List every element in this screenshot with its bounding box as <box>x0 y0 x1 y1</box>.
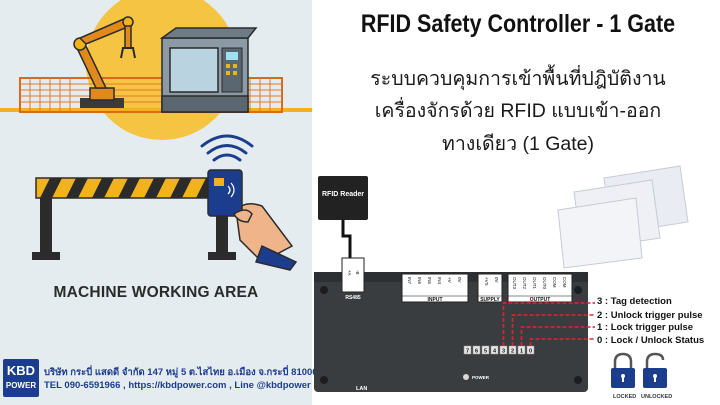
rfid-cards-icon <box>557 165 689 269</box>
terminal-com-1: COM <box>552 277 557 288</box>
led-1: 1 <box>520 349 523 355</box>
rs485-label: RS485 <box>345 295 361 301</box>
terminal-plus-v: +V <box>447 277 452 283</box>
barrier-gate-icon <box>32 177 236 260</box>
legend-lock-trigger: 1 : Lock trigger pulse <box>597 322 694 333</box>
controller-box: +A -B RS485 IN7 IN6 IN5 IN4 +V 0V INPUT … <box>314 257 588 392</box>
terminal-in5: IN5 <box>427 277 432 285</box>
terminal-out2: OUT2 <box>522 277 527 289</box>
terminal-com-2: COM <box>562 277 567 288</box>
reader-cable <box>341 220 352 260</box>
device-diagram: RFID Reader +A -B RS485 IN7 IN6 IN5 IN4 … <box>314 165 689 392</box>
description-line-2: เครื่องจักรด้วย RFID แบบเข้า-ออก <box>374 100 662 122</box>
logo-kbd-text: KBD <box>6 363 36 378</box>
terminal-supply-0v: 0V <box>494 277 499 283</box>
led-2: 2 <box>511 349 514 355</box>
terminal-a: +A <box>347 270 352 276</box>
terminal-vs: +VS <box>484 277 489 286</box>
legend-leader-lines <box>502 302 595 346</box>
led-5: 5 <box>484 349 487 355</box>
logo-power-text: POWER <box>5 381 37 390</box>
rfid-reader-label: RFID Reader <box>322 191 364 198</box>
input-label: INPUT <box>428 297 443 303</box>
supply-label: SUPPLY <box>480 297 500 303</box>
power-led <box>463 374 469 380</box>
led-4: 4 <box>493 349 497 355</box>
led-6: 6 <box>475 349 478 355</box>
terminal-in6: IN6 <box>417 277 422 285</box>
terminal-in4: IN4 <box>437 277 442 285</box>
led-7: 7 <box>466 349 469 355</box>
lan-label: LAN <box>356 386 367 392</box>
machine-area-scene <box>0 0 312 271</box>
status-leds: 7 6 5 4 3 2 1 0 <box>463 345 535 355</box>
unlocked-icon <box>643 352 667 388</box>
rfid-reader: RFID Reader <box>318 176 368 220</box>
power-label: POWER <box>472 375 490 380</box>
terminal-out1: OUT1 <box>532 277 537 289</box>
company-address: บริษัท กระบี่ แสดดี จำกัด 147 หมู่ 5 ต.ไ… <box>44 367 318 378</box>
machine-working-area-label: MACHINE WORKING AREA <box>53 284 259 301</box>
locked-icon <box>611 352 635 388</box>
terminal-in7: IN7 <box>407 277 412 285</box>
terminal-out0: OUT0 <box>542 277 547 289</box>
left-illustration-panel: MACHINE WORKING AREA KBD POWER บริษัท กร… <box>0 0 318 405</box>
terminal-zero-v: 0V <box>457 277 462 283</box>
rfid-card-hand-icon <box>207 169 298 271</box>
output-label: OUTPUT <box>530 297 551 303</box>
robot-arm-icon <box>73 16 136 108</box>
terminal-b: -B <box>355 270 360 275</box>
legend-tag-detection: 3 : Tag detection <box>597 296 672 307</box>
legend-lock-status: 0 : Lock / Unlock Status <box>597 335 705 346</box>
cnc-machine-icon <box>159 27 258 113</box>
locked-label: LOCKED <box>613 394 637 400</box>
led-0: 0 <box>529 349 532 355</box>
kbd-power-logo: KBD POWER <box>3 359 39 397</box>
description-line-3: ทางเดียว (1 Gate) <box>442 133 594 155</box>
company-contact[interactable]: TEL 090-6591966 , https://kbdpower.com ,… <box>44 380 311 391</box>
wireless-signal-icon <box>200 134 254 162</box>
legend-unlock-trigger: 2 : Unlock trigger pulse <box>597 310 703 321</box>
led-3: 3 <box>502 349 505 355</box>
unlocked-label: UNLOCKED <box>641 394 673 400</box>
page-title: RFID Safety Controller - 1 Gate <box>360 10 676 38</box>
description-line-1: ระบบควบคุมการเข้าพื้นที่ปฎิบัติงาน <box>370 68 666 90</box>
terminal-out3: OUT3 <box>512 277 517 289</box>
